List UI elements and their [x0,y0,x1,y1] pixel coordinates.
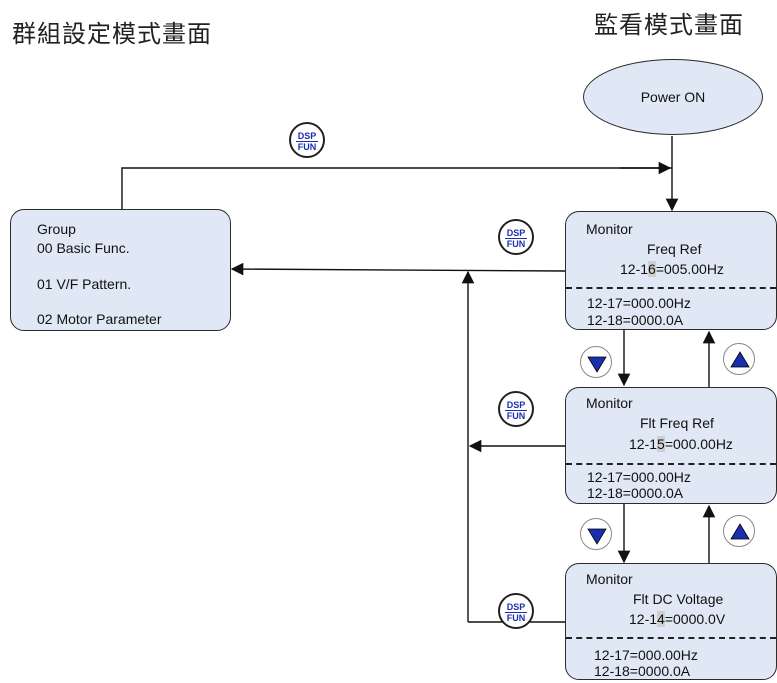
monitor-line-frequency: 12-17=000.00Hz [594,647,698,663]
monitor-box-flt-dc-voltage: Monitor Flt DC Voltage 12-14=0000.0V 12-… [565,563,777,680]
monitor-parameter-value: 12-14=0000.0V [629,611,726,627]
monitor-divider [566,287,776,289]
monitor-mode-title: 監看模式畫面 [594,11,744,39]
monitor-box-freq-ref: Monitor Freq Ref 12-16=005.00Hz 12-17=00… [565,211,777,330]
monitor-parameter-name: Flt DC Voltage [633,591,724,607]
monitor-parameter-value: 12-15=000.00Hz [629,436,733,452]
monitor-heading: Monitor [586,221,633,237]
monitor-divider [566,637,776,639]
monitor-parameter-name: Flt Freq Ref [640,415,714,431]
monitor-line-current: 12-18=0000.0A [594,663,691,679]
arrow-monitor-to-group [230,262,566,276]
power-on-label: Power ON [640,89,706,105]
monitor-line-frequency: 12-17=000.00Hz [587,469,691,485]
monitor-heading: Monitor [586,395,633,411]
down-triangle-icon [580,518,612,550]
group-item-vf-pattern: 01 V/F Pattern. [37,276,132,292]
group-heading: Group [37,221,76,237]
monitor-box-flt-freq-ref: Monitor Flt Freq Ref 12-15=000.00Hz 12-1… [565,387,777,504]
up-triangle-icon [723,343,755,375]
group-item-motor-parameter: 02 Motor Parameter [37,311,162,327]
monitor-parameter-value: 12-16=005.00Hz [620,261,724,277]
group-return-line [121,167,672,209]
group-mode-title: 群組設定模式畫面 [12,20,212,48]
monitor-heading: Monitor [586,571,633,587]
power-on-node: Power ON [583,59,763,135]
monitor-line-current: 12-18=0000.0A [587,485,684,501]
monitor-divider [566,463,776,465]
down-triangle-icon [580,346,612,378]
up-triangle-icon [723,515,755,547]
monitor-line-frequency: 12-17=000.00Hz [587,295,691,311]
monitor-parameter-name: Freq Ref [647,241,702,257]
group-box: Group 00 Basic Func. 01 V/F Pattern. 02 … [10,209,231,331]
monitor-line-current: 12-18=0000.0A [587,312,684,328]
group-item-basic-func: 00 Basic Func. [37,240,130,256]
